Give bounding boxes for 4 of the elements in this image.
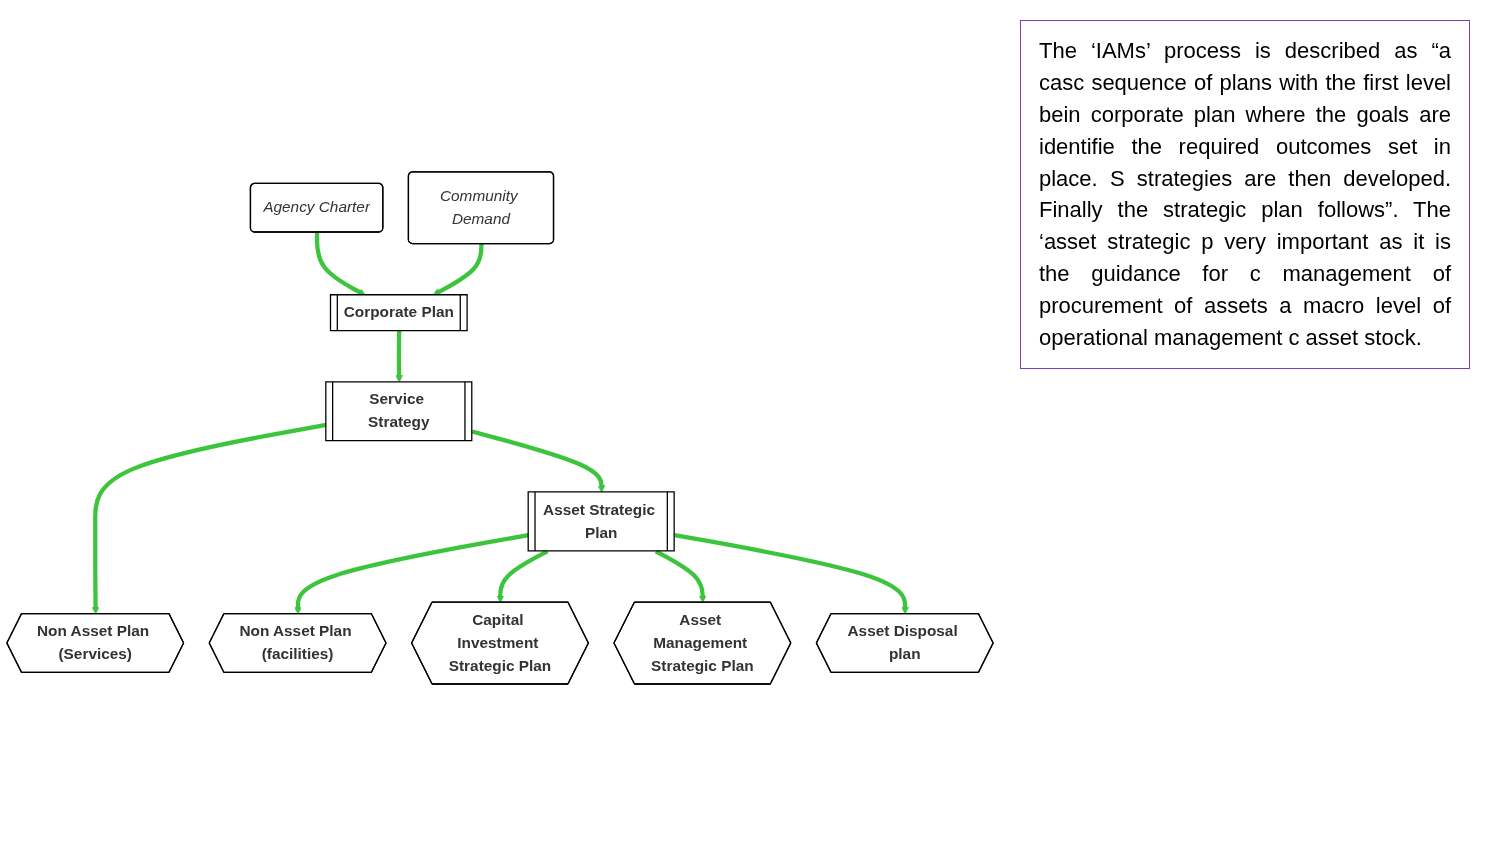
arrow: [91, 422, 327, 614]
arrow: [294, 532, 529, 614]
text-panel: The ‘IAMs’ process is described as “a casc sequence of plans with the first level bein corporate plan where the goals are identifie the required outcomes set in place. S strategies are then developed. Finally the strategic plan follows”. The ‘asset strategic p very important as it is the guidance for c management of procurement of assets a macro level of operational management c asset stock.: [1020, 20, 1470, 369]
arrow: [674, 532, 909, 614]
